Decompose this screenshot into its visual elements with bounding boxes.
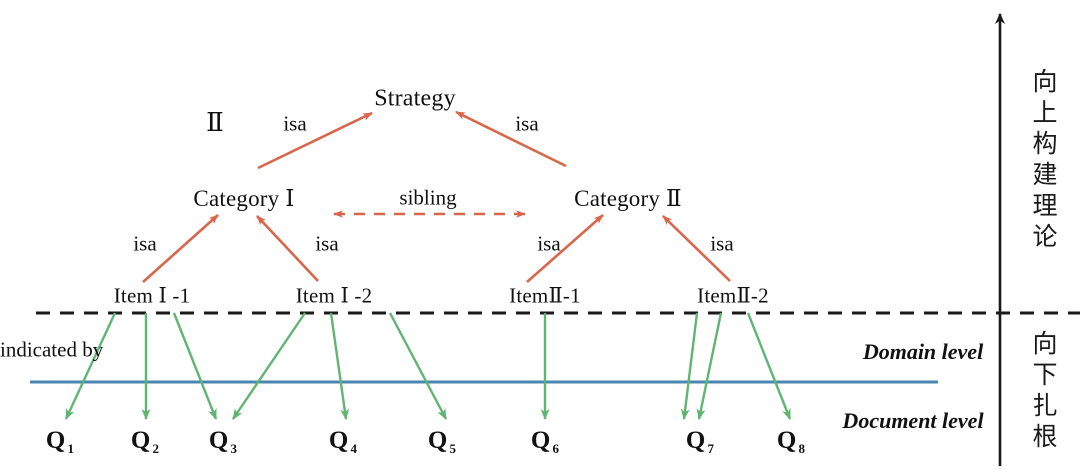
node-item-2-2[interactable]: ItemⅡ-2: [697, 283, 769, 308]
isa-edge-item1-2-cat1: [256, 215, 319, 282]
node-strategy[interactable]: Strategy: [374, 85, 456, 112]
question-subscript: 8: [798, 441, 806, 456]
edge-label-isa-1: isa: [283, 111, 307, 136]
indicated-edge-item2-2-q8: [746, 312, 792, 420]
label-document-level: Document level: [842, 408, 984, 433]
edge-label-isa-6: isa: [710, 231, 734, 256]
edge-label-isa-3: isa: [133, 231, 157, 256]
indicated-edge-item2-2-q7b: [680, 312, 699, 420]
axis-caption-lower: 向下扎根: [1029, 330, 1056, 454]
edge-label-indicated-by: indicated by: [0, 337, 104, 362]
edge-label-isa-5: isa: [537, 231, 561, 256]
question-base: Q: [45, 427, 66, 454]
question-subscript: 6: [552, 441, 560, 456]
node-category-1[interactable]: Category Ⅰ: [193, 186, 295, 211]
indicated-edge-item1-2-q5: [388, 312, 448, 420]
indicated-edge-item1-2-q4: [329, 312, 350, 420]
isa-edge-item1-1-cat1: [142, 214, 219, 283]
question-base: Q: [328, 427, 349, 454]
isa-edge-item2-1-cat2: [526, 214, 604, 283]
question-subscript: 4: [350, 441, 358, 456]
node-item-1-2[interactable]: Item Ⅰ -2: [295, 283, 373, 308]
edge-label-isa-2: isa: [515, 111, 539, 136]
isa-edge-cat1-strategy: [257, 111, 373, 170]
axis-caption-upper: 向上构建理论: [1029, 68, 1056, 254]
node-category-2[interactable]: Category Ⅱ: [574, 186, 682, 211]
question-subscript: 5: [449, 441, 457, 456]
question-base: Q: [530, 427, 551, 454]
question-subscript: 7: [707, 441, 715, 456]
edge-label-isa-4: isa: [315, 231, 339, 256]
label-domain-level: Domain level: [862, 339, 984, 364]
indicated-by-edge-group: [64, 312, 792, 420]
question-base: Q: [208, 427, 229, 454]
isa-edge-group: [142, 110, 731, 283]
roman-numeral-mark: Ⅱ: [206, 108, 224, 137]
question-subscript: 2: [152, 441, 160, 456]
indicated-edge-item1-2-q3: [232, 312, 306, 420]
node-item-1-1[interactable]: Item Ⅰ -1: [113, 283, 191, 308]
isa-edge-item2-2-cat2: [662, 215, 731, 282]
question-base: Q: [776, 427, 797, 454]
question-base: Q: [685, 427, 706, 454]
question-base: Q: [130, 427, 151, 454]
indicated-edge-item1-1-q1: [64, 312, 117, 420]
question-base: Q: [427, 427, 448, 454]
edge-label-sibling: sibling: [399, 185, 457, 210]
question-subscript: 1: [67, 441, 75, 456]
isa-edge-cat2-strategy: [455, 110, 567, 168]
question-subscript: 3: [230, 441, 238, 456]
indicated-edge-item1-1-q3: [172, 312, 218, 420]
indicated-edge-item2-2-q7: [696, 312, 723, 420]
node-item-2-1[interactable]: ItemⅡ-1: [509, 283, 581, 308]
